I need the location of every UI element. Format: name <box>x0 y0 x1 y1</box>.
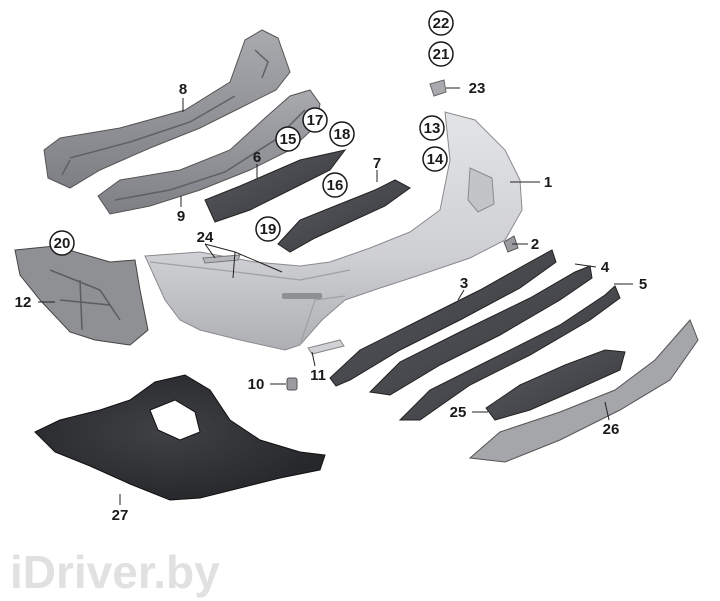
strip-11-part <box>307 339 345 355</box>
lower-diffuser-26-part <box>468 319 699 463</box>
trim-strip-24-part <box>202 254 241 264</box>
bumper-crease <box>149 261 351 346</box>
carrier-lower-part <box>97 89 321 215</box>
callout-22: 22 <box>433 15 450 32</box>
callout-2: 2 <box>531 236 539 253</box>
trim-piece-25-part <box>485 349 626 421</box>
clip-10-part <box>286 377 298 391</box>
underbody-cutout <box>149 399 201 441</box>
callout-8: 8 <box>179 81 187 98</box>
callout-20: 20 <box>54 235 71 252</box>
callout-26: 26 <box>603 421 620 438</box>
callout-12: 12 <box>15 294 32 311</box>
callout-11: 11 <box>310 367 326 384</box>
callout-15: 15 <box>280 131 297 148</box>
callout-14: 14 <box>427 151 444 168</box>
callout-labels: 1 2 3 4 5 6 7 8 9 10 11 12 13 14 15 16 1… <box>15 15 648 524</box>
callout-27: 27 <box>112 507 129 524</box>
lower-strip-5-part <box>398 285 621 421</box>
clip-2-part <box>503 235 519 253</box>
carrier-upper-detail <box>61 49 269 176</box>
callout-1: 1 <box>544 174 552 191</box>
callout-19: 19 <box>260 221 277 238</box>
trim-strip-3-part <box>329 249 557 387</box>
callout-9: 9 <box>177 208 185 225</box>
clip-23-part <box>429 79 447 97</box>
bumper-trim-strip <box>282 293 322 299</box>
callout-25: 25 <box>450 404 467 421</box>
callout-5: 5 <box>639 276 647 293</box>
callout-3: 3 <box>460 275 468 292</box>
callout-circles <box>49 10 454 256</box>
callout-17: 17 <box>307 112 324 129</box>
callout-21: 21 <box>433 46 450 63</box>
callout-18: 18 <box>334 126 351 143</box>
callout-6: 6 <box>253 149 261 166</box>
bumper-reflector-slot <box>467 167 495 213</box>
callout-4: 4 <box>601 259 610 276</box>
side-bracket-detail <box>49 269 121 331</box>
leader-lines <box>38 87 633 505</box>
diffuser-strip-4-part <box>368 265 593 396</box>
absorber-plate-part <box>204 149 347 223</box>
callout-10: 10 <box>248 376 265 393</box>
callout-13: 13 <box>424 120 441 137</box>
watermark-text: iDriver.by <box>10 546 220 598</box>
callout-24: 24 <box>197 229 214 246</box>
callout-23: 23 <box>469 80 486 97</box>
callout-16: 16 <box>327 177 344 194</box>
callout-7: 7 <box>373 155 381 172</box>
side-bracket-part <box>14 245 149 346</box>
rear-bumper-panel <box>144 111 523 351</box>
side-plate-part <box>277 179 411 253</box>
